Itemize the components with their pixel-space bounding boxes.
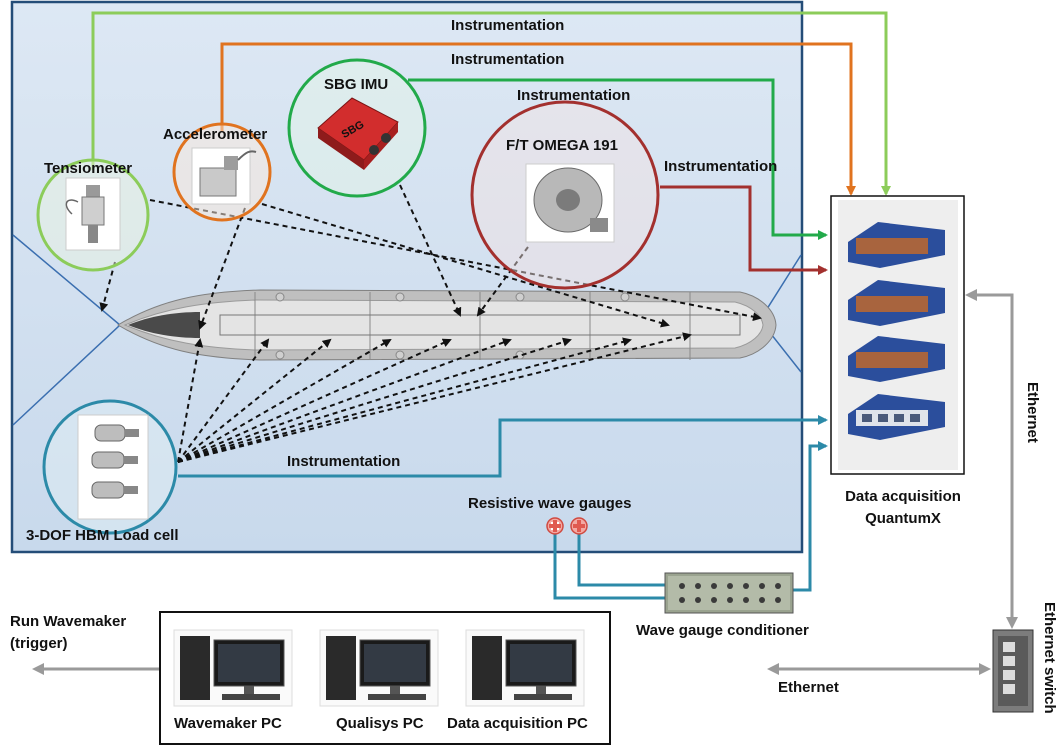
wavemaker-pc	[173, 629, 293, 707]
load-cell-sensor	[42, 399, 178, 535]
quantumx-module-2	[848, 280, 945, 326]
ethernet-vertical-label: Ethernet	[1024, 382, 1041, 443]
load-cell-label: 3-DOF HBM Load cell	[26, 527, 179, 544]
line-conditioner-daq	[793, 441, 828, 592]
instrumentation-label-1: Instrumentation	[451, 17, 564, 34]
wave-gauge-conditioner-label: Wave gauge conditioner	[636, 622, 809, 639]
line-accelerometer	[220, 42, 856, 196]
run-wavemaker-label-line1: Run Wavemaker	[10, 613, 126, 630]
ethernet-daq-switch	[965, 289, 1018, 629]
ethernet-switch	[992, 629, 1034, 713]
sbg-imu-label: SBG IMU	[324, 76, 388, 93]
line-load-cell	[178, 415, 828, 478]
instrumentation-label-2: Instrumentation	[451, 51, 564, 68]
wave-gauge-conditioner	[664, 572, 794, 614]
tensiometer-sensor	[36, 158, 150, 272]
instrumentation-label-4: Instrumentation	[664, 158, 777, 175]
accelerometer-label: Accelerometer	[163, 126, 267, 143]
line-tensiometer	[91, 11, 891, 196]
sbg-imu-sensor: SBG	[287, 58, 427, 198]
qualisys-pc-label: Qualisys PC	[336, 715, 424, 732]
wavemaker-pc-label: Wavemaker PC	[174, 715, 282, 732]
quantumx-daq	[830, 195, 965, 475]
quantumx-module-3	[848, 336, 945, 382]
line-wave-gauges-1	[553, 526, 668, 600]
ethernet-bottom-label: Ethernet	[778, 679, 839, 696]
ft-omega-sensor	[470, 100, 660, 290]
instrumentation-label-3: Instrumentation	[517, 87, 630, 104]
line-wave-gauges-2	[577, 526, 668, 587]
wave-gauges-label: Resistive wave gauges	[468, 495, 631, 512]
ethernet-switch-label: Ethernet switch	[1041, 602, 1058, 714]
line-ft-omega	[660, 185, 828, 275]
qualisys-pc	[319, 629, 439, 707]
instrumentation-label-5: Instrumentation	[287, 453, 400, 470]
ft-omega-label: F/T OMEGA 191	[506, 137, 618, 154]
daq-label-line1: Data acquisition	[845, 488, 961, 505]
quantumx-module-4	[848, 394, 945, 440]
run-wavemaker-label-line2: (trigger)	[10, 635, 68, 652]
accelerometer-sensor	[172, 122, 272, 222]
line-sbg-imu	[408, 78, 828, 240]
daq-pc-label: Data acquisition PC	[447, 715, 588, 732]
quantumx-module-1	[848, 222, 945, 268]
daq-pc	[465, 629, 585, 707]
dashed-connections	[99, 184, 762, 463]
tensiometer-label: Tensiometer	[44, 160, 132, 177]
daq-label-line2: QuantumX	[865, 510, 941, 527]
ship-model	[117, 289, 777, 361]
wave-gauge-probes	[546, 517, 588, 535]
